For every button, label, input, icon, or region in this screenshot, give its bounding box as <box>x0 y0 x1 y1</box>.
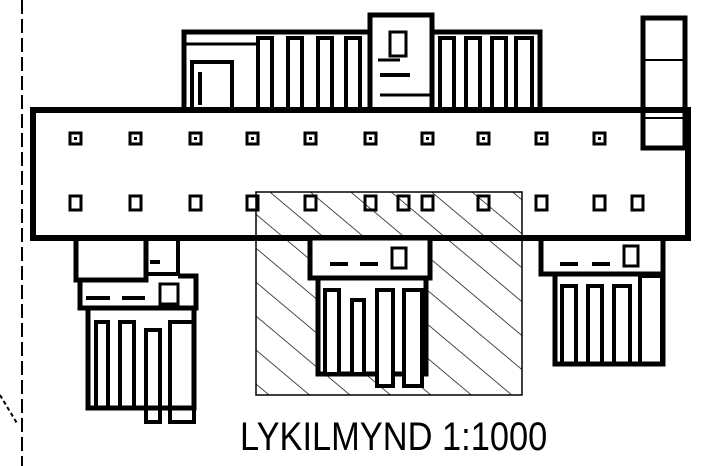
wing-bottom-left <box>73 235 199 424</box>
wing-bottom-right <box>538 235 666 367</box>
corner-mark <box>0 394 19 426</box>
wing-bottom-middle <box>307 235 433 388</box>
columns-row-1-dots <box>74 137 601 140</box>
top-wing <box>181 12 688 151</box>
columns-row-1 <box>68 131 607 146</box>
plan-caption: LYKILMYND 1:1000 <box>240 415 548 459</box>
